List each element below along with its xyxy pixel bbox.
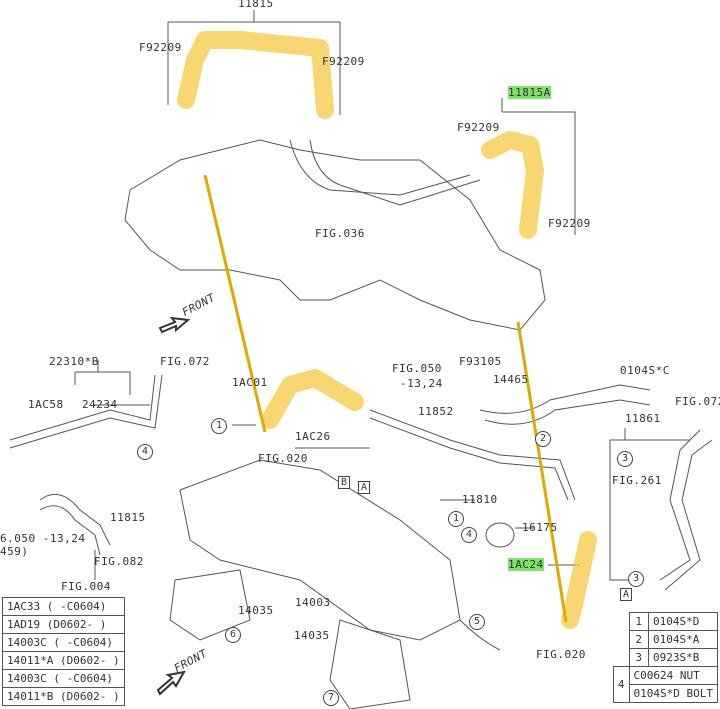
connection-line-right [516,321,568,623]
table-cell: 0104S*D [647,612,719,631]
table-spacer [613,631,629,649]
part-label: 1AC01 [232,376,268,389]
pipe [309,139,481,206]
part-label: 14465 [493,373,529,386]
part-label: 11815 [110,511,146,524]
pipe [289,139,471,196]
fig-ref: FIG.082 [94,555,144,568]
pipe-11852 [369,417,569,501]
table-cell: 0923S*B [647,648,719,667]
part-label: 11815 [238,0,274,10]
callout-3: 3 [628,571,644,587]
callout-3: 3 [617,451,633,467]
fig-ref: FIG.072 [675,395,720,408]
highlight-1ac24 [561,531,597,629]
table-cell: 1AD19 (D0602- ) [2,615,125,634]
callout-4: 4 [137,444,153,460]
ref-box-a: A [620,588,633,601]
part-label-highlighted: 11815A [508,86,551,99]
part-label: F92209 [322,55,365,68]
connection-line-left [203,174,267,433]
bracket-line [501,98,576,235]
part-label: 1AC26 [295,430,331,443]
intake-manifold [179,459,461,641]
hose-14465 [479,384,651,414]
part-label: 22310*B [49,355,99,368]
front-arrow-top [158,316,191,334]
table-cell: 14003C ( -C0604) [2,633,125,652]
table-num: 1 [628,612,649,631]
part-label: 16175 [522,521,558,534]
table-spacer [613,649,629,667]
fig-ref: 459) [0,545,29,558]
hose-1ac58 [9,374,163,449]
fig-ref: FIG.020 [258,452,308,465]
hose-11815 [39,493,111,546]
callout-4: 4 [461,527,477,543]
fig-ref: -13,24 [400,377,443,390]
table-cell: C00624 NUT [628,666,719,685]
engine-outline [124,139,546,331]
fig-ref: 6.050 -13,24 [0,532,86,545]
part-5 [459,619,501,651]
fig-ref: FIG.036 [315,227,365,240]
ref-box-b: B [338,476,351,489]
table-cell: 14011*A (D0602- ) [2,651,125,670]
table-cell: 14003C ( -C0604) [2,669,125,688]
highlight-11815 [177,31,334,119]
part-label: 11861 [625,412,661,425]
table-num: 3 [628,648,649,667]
table-cell: 0104S*D BOLT [628,684,719,703]
manifold-part [169,569,251,641]
part-label: 11810 [462,493,498,506]
part-label: F92209 [457,121,500,134]
fig-ref: FIG.261 [612,474,662,487]
part-label-highlighted: 1AC24 [508,558,544,571]
bracket-line [167,10,341,115]
table-num: 4 [612,666,630,703]
part-label: 1AC58 [28,398,64,411]
table-cell: 1AC33 ( -C0604) [2,597,125,616]
table-num: 2 [628,630,649,649]
part-label: 0104S*C [620,364,670,377]
pipe-11852 [369,409,576,501]
part-label: 14003 [295,596,331,609]
highlight-1ac01 [261,369,364,429]
hose-11815 [39,505,101,556]
part-label: F92209 [548,217,591,230]
part-label: F92209 [139,41,182,54]
table-cell: 0104S*A [647,630,719,649]
table-cell: 14011*B (D0602- ) [2,687,125,706]
ref-box-a: A [358,481,371,494]
bracket-line [74,360,131,395]
hose-11861 [659,429,701,581]
hose-11861 [664,439,713,591]
callout-1: 1 [211,418,227,434]
fig-ref: FIG.050 [392,362,442,375]
fig-ref: FIG.004 [61,580,111,593]
callout-5: 5 [469,614,485,630]
hose-1ac58 [9,374,156,441]
part-label: 14035 [294,629,330,642]
highlight-11815a [481,131,544,239]
callout-1: 1 [448,511,464,527]
part-label: 11852 [418,405,454,418]
front-arrow-bottom [156,670,186,696]
part-label: 24234 [82,398,118,411]
table-spacer [613,613,629,631]
gasket-16175 [485,522,515,548]
part-label: F93105 [459,355,502,368]
callout-2: 2 [535,431,551,447]
fig-ref: FIG.072 [160,355,210,368]
leader-line [94,404,580,566]
callout-7: 7 [323,690,339,706]
callout-6: 6 [225,627,241,643]
manifold-part [329,619,411,709]
left-parts-table: 1AC33 ( -C0604) 1AD19 (D0602- ) 14003C (… [2,597,125,706]
fig-ref: FIG.020 [536,648,586,661]
part-label: 14035 [238,604,274,617]
hose-14465 [484,399,651,425]
